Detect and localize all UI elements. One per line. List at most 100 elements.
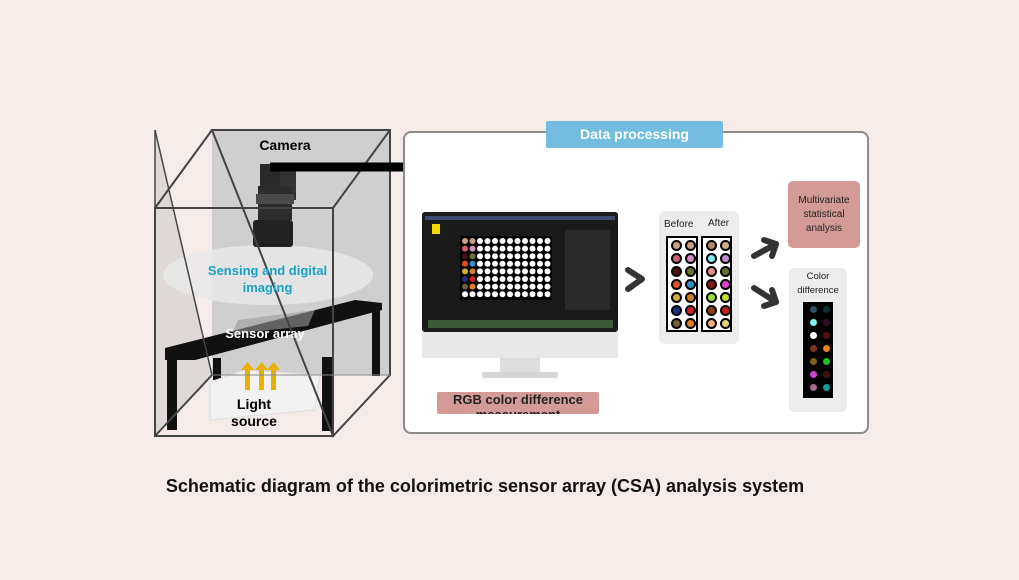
color-spot <box>810 345 817 352</box>
plate-well <box>492 238 498 244</box>
plate-well <box>507 283 513 290</box>
plate-well <box>469 283 476 290</box>
plate-well <box>514 283 521 290</box>
plate-well <box>537 276 543 282</box>
color-spot <box>671 305 682 316</box>
plate-well <box>484 291 491 298</box>
color-spot <box>671 266 682 277</box>
color-spot <box>685 266 696 277</box>
plate-well <box>462 268 468 275</box>
color-spot <box>671 318 682 329</box>
color-spot <box>720 318 731 329</box>
arrow-up-right-icon <box>751 237 779 259</box>
plate-well <box>469 253 476 260</box>
color-spot <box>671 253 682 264</box>
color-spot <box>823 384 830 391</box>
light-source-box <box>209 369 321 421</box>
bench <box>165 300 382 431</box>
color-spot <box>823 306 830 313</box>
plate-well <box>522 283 528 290</box>
plate-well <box>514 238 521 244</box>
plate-well <box>492 276 498 282</box>
plate-well <box>544 238 551 244</box>
plate-well <box>477 245 483 252</box>
rgb-measurement-label: RGB color difference measurement <box>437 392 599 414</box>
plate-well <box>499 260 506 267</box>
color-spot <box>810 371 817 378</box>
plate-well <box>522 268 528 275</box>
plate-well <box>514 276 521 282</box>
color-spot <box>685 253 696 264</box>
plate-well <box>537 260 543 267</box>
color-spot <box>720 305 731 316</box>
color-spot <box>720 279 731 290</box>
plate-well <box>477 268 483 275</box>
color-spot <box>810 358 817 365</box>
light-source-label: Light source <box>231 396 277 429</box>
plate-well <box>462 291 468 298</box>
color-spot <box>823 371 830 378</box>
color-spot <box>685 279 696 290</box>
well-plate <box>462 238 551 298</box>
figure-caption: Schematic diagram of the colorimetric se… <box>165 476 805 496</box>
color-spot <box>706 292 717 303</box>
arrow-down-right-icon <box>751 285 779 309</box>
plate-well <box>469 268 476 275</box>
multivariate-analysis-box: Multivariate statistical analysis <box>788 181 860 248</box>
plate-well <box>469 291 476 298</box>
plate-well <box>462 260 468 267</box>
color-spot <box>823 345 830 352</box>
plate-well <box>522 253 528 260</box>
plate-well <box>499 283 506 290</box>
plate-well <box>477 283 483 290</box>
plate-well <box>507 238 513 244</box>
camera-icon <box>253 164 296 247</box>
plate-well <box>462 253 468 260</box>
plate-well <box>477 276 483 282</box>
plate-well <box>522 291 528 298</box>
color-spot <box>685 292 696 303</box>
color-spot <box>810 332 817 339</box>
color-spot <box>706 305 717 316</box>
after-strip <box>701 236 732 332</box>
chamber-frame <box>154 129 391 438</box>
sensor-array-label: Sensor array <box>225 326 305 341</box>
plate-well <box>537 268 543 275</box>
color-spot <box>671 292 682 303</box>
plate-well <box>484 268 491 275</box>
plate-well <box>507 253 513 260</box>
color-spot <box>685 305 696 316</box>
plate-well <box>544 283 551 290</box>
imaging-zone <box>163 245 373 305</box>
plate-well <box>484 253 491 260</box>
plate-well <box>514 253 521 260</box>
plate-well <box>514 268 521 275</box>
color-spot <box>706 240 717 251</box>
plate-well <box>537 238 543 244</box>
plate-well <box>522 276 528 282</box>
arrow-right-icon <box>625 267 645 292</box>
plate-well <box>492 245 498 252</box>
plate-well <box>544 291 551 298</box>
color-spot <box>706 279 717 290</box>
plate-well <box>537 245 543 252</box>
plate-well <box>544 253 551 260</box>
plate-well <box>469 260 476 267</box>
plate-well <box>537 291 543 298</box>
plate-well <box>537 253 543 260</box>
data-processing-title: Data processing <box>546 121 723 148</box>
plate-well <box>537 283 543 290</box>
sensor-array-plate <box>232 310 315 334</box>
plate-well <box>544 276 551 282</box>
plate-well <box>499 291 506 298</box>
color-spot <box>823 358 830 365</box>
color-spot <box>823 332 830 339</box>
color-spot <box>823 319 830 326</box>
plate-well <box>477 291 483 298</box>
color-spot <box>810 384 817 391</box>
color-spot <box>810 319 817 326</box>
plate-well <box>544 268 551 275</box>
plate-well <box>492 283 498 290</box>
plate-well <box>462 245 468 252</box>
color-spot <box>720 253 731 264</box>
